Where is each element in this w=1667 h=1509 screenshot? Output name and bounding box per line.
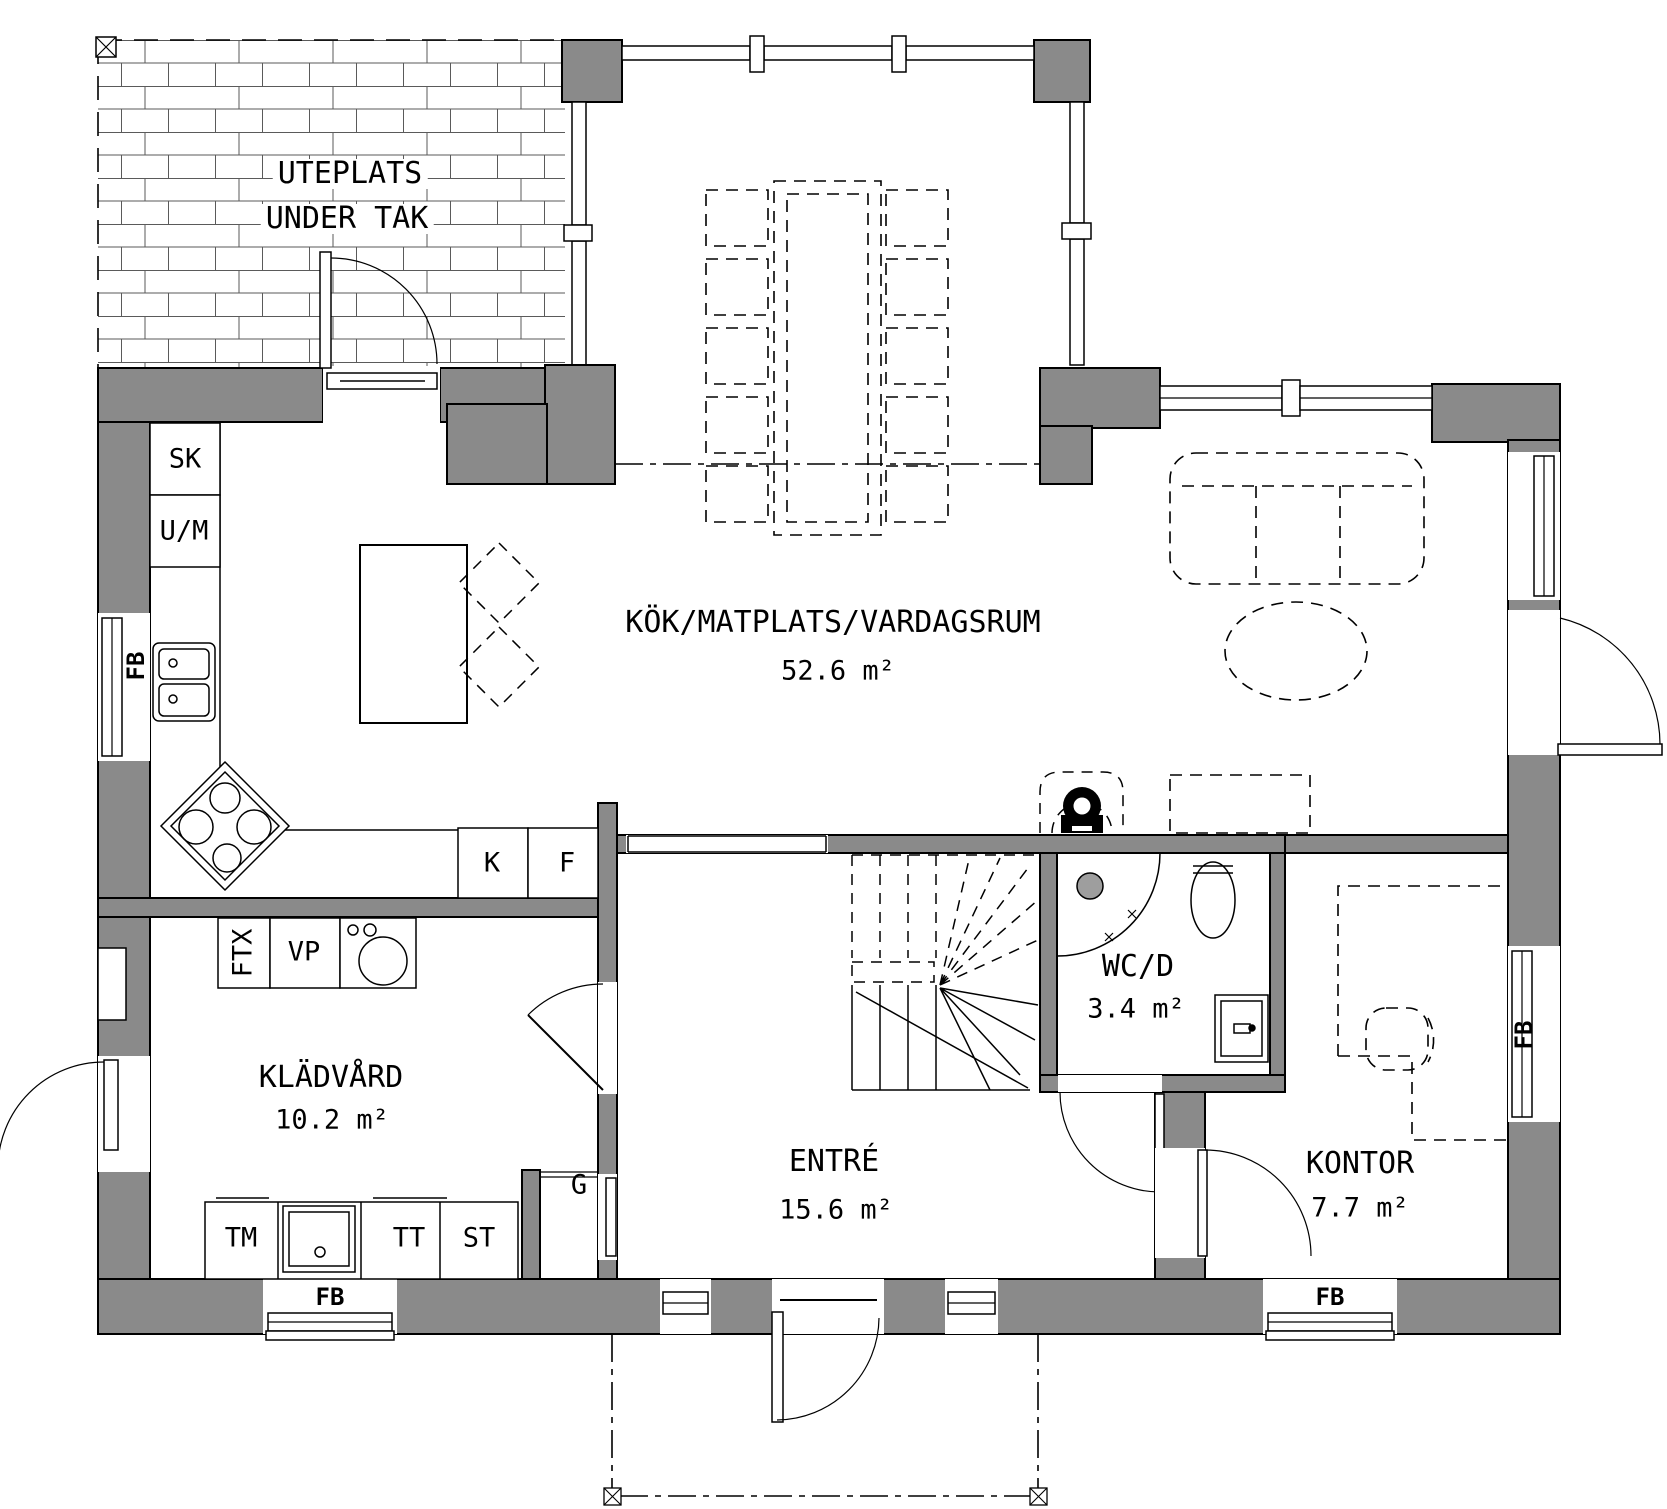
cabinet-um [149, 494, 221, 568]
sofa [1169, 452, 1425, 585]
stairs [851, 854, 1039, 1091]
reference-lines [603, 463, 1048, 1506]
kitchen-sink [152, 642, 216, 722]
stove [159, 760, 291, 892]
wc-fixtures [1056, 852, 1269, 1063]
laundry-door-swing [527, 983, 604, 1016]
coffee-table [1224, 601, 1368, 701]
window-label-fb-right: FB [1510, 1020, 1538, 1050]
room-area-office: 7.7 m² [1311, 1192, 1409, 1224]
room-area-kitchen-living: 52.6 m² [781, 655, 895, 687]
deck-structure [561, 35, 1092, 369]
room-label-wc: WC/D [1101, 949, 1175, 984]
ftx-box [217, 917, 271, 989]
vp-box [269, 917, 341, 989]
laundry-exterior-door-leaf [103, 1059, 119, 1151]
island-chairs [457, 541, 541, 709]
laundry-door-leaf [527, 1014, 604, 1091]
laundry-sink [339, 917, 417, 989]
right-exterior-door-swing [1559, 617, 1661, 745]
room-label-laundry: KLÄDVÅRD [258, 1060, 404, 1095]
fixture-label-st: ST [462, 1222, 496, 1254]
wc-door-swing [1059, 1091, 1161, 1193]
cased-opening [627, 835, 827, 853]
right-exterior-door-leaf [1557, 743, 1663, 756]
window-left-small [97, 947, 127, 1021]
laundry-exterior-door-swing [0, 1061, 105, 1151]
entrance-door-swing [776, 1317, 880, 1421]
office-door-leaf [1197, 1149, 1208, 1257]
shower-curtain [1056, 852, 1161, 957]
window-label-fb-bottom-left: FB [315, 1283, 345, 1311]
room-label-office: KONTOR [1305, 1146, 1415, 1181]
fixture-label-g: G [570, 1169, 588, 1201]
room-label-uteplats-line1: UTEPLATS [272, 159, 428, 189]
floor-drain [1076, 872, 1104, 900]
toilet [1190, 861, 1236, 939]
entrance-door-leaf [771, 1311, 784, 1423]
office-desk [1337, 885, 1506, 1141]
wardrobe-front [540, 1171, 598, 1178]
office-chair [1365, 1007, 1429, 1071]
fireplace [1039, 771, 1124, 834]
room-label-kitchen-living: KÖK/MATPLATS/VARDAGSRUM [625, 605, 1041, 640]
fixture-label-vp: VP [287, 936, 321, 968]
fixture-label-ftx: FTX [227, 928, 259, 978]
kitchen-island [359, 544, 468, 724]
room-area-entry: 15.6 m² [779, 1194, 893, 1226]
room-label-uteplats-line2: UNDER TAK [260, 204, 434, 234]
sideboard [1169, 774, 1311, 834]
outdoor-dining-set [705, 180, 949, 536]
office-door-swing [1204, 1149, 1312, 1257]
kitchen-fixtures [149, 422, 599, 899]
fixture-label-fridge: K [483, 847, 501, 879]
fixture-label-freezer: F [558, 847, 576, 879]
patio-door-leaf [319, 251, 332, 369]
furniture [705, 180, 1506, 1141]
fixture-label-um: U/M [159, 515, 209, 547]
cabinet-sk [149, 422, 221, 496]
fixture-label-sk: SK [168, 443, 202, 475]
freezer-box [527, 827, 599, 899]
window-label-fb-left: FB [122, 651, 150, 681]
fixture-label-tt: TT [392, 1222, 426, 1254]
fixture-label-tm: TM [224, 1222, 258, 1254]
room-label-entry: ENTRÉ [788, 1144, 880, 1179]
wardrobe-door-leaf [605, 1177, 617, 1257]
patio-door-swing [330, 257, 438, 365]
laundry-fixtures [204, 917, 519, 1280]
window-label-fb-bottom-right: FB [1315, 1283, 1345, 1311]
openings [0, 251, 1663, 1423]
room-area-laundry: 10.2 m² [275, 1104, 389, 1136]
laundry-counter [204, 1197, 519, 1280]
canopy-posts [603, 1487, 1048, 1506]
fridge-box [457, 827, 529, 899]
patio-corner-post [95, 36, 117, 58]
room-area-wc: 3.4 m² [1087, 993, 1185, 1025]
washbasin [1214, 994, 1269, 1063]
